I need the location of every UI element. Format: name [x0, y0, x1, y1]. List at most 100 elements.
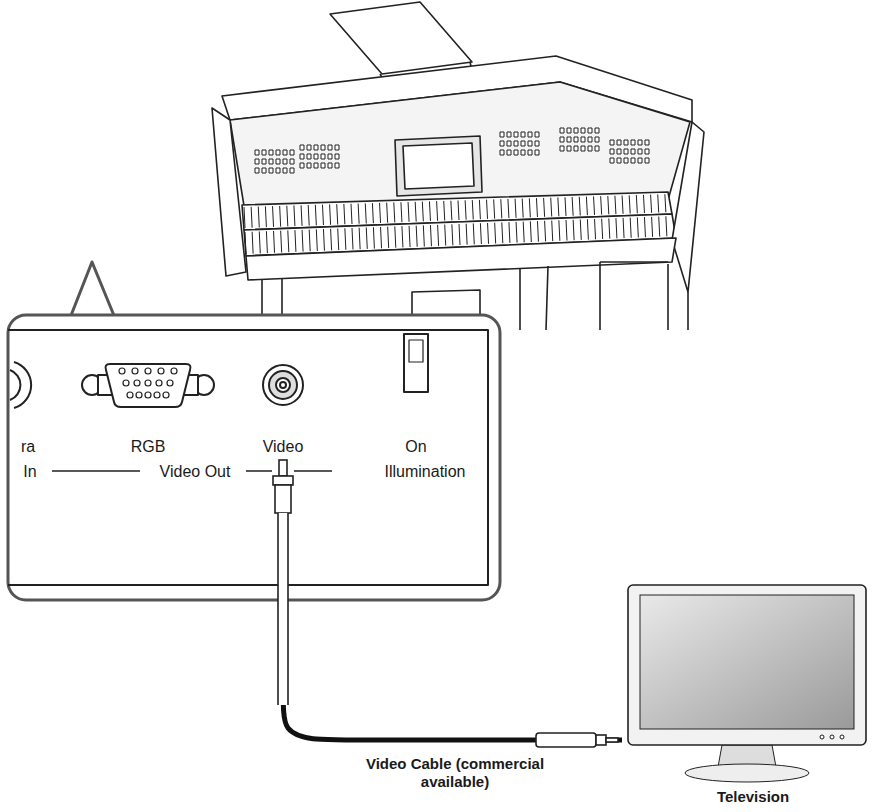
- panel-button: [335, 163, 339, 168]
- key-stroke: [665, 194, 667, 236]
- key-stroke: [408, 202, 410, 247]
- key-stroke: [280, 206, 282, 253]
- key-stroke: [594, 196, 596, 239]
- key-stroke: [394, 202, 396, 247]
- panel-button: [500, 141, 504, 146]
- key-stroke: [572, 197, 574, 240]
- panel-button: [269, 168, 273, 173]
- key-stroke: [643, 195, 645, 237]
- key-stroke: [358, 204, 360, 250]
- key-stroke: [429, 201, 431, 246]
- key-stroke: [465, 200, 467, 244]
- connector-pin: [171, 368, 177, 374]
- key-stroke: [258, 207, 260, 254]
- panel-button: [269, 150, 273, 155]
- panel-button: [610, 140, 614, 145]
- key-stroke: [415, 202, 417, 247]
- key-stroke: [536, 198, 538, 242]
- panel-button: [283, 150, 287, 155]
- panel-button: [262, 159, 266, 164]
- panel-button: [276, 168, 280, 173]
- key-stroke: [372, 203, 374, 249]
- connector-pin: [167, 380, 173, 386]
- key-stroke: [579, 197, 581, 240]
- panel-button: [255, 159, 259, 164]
- panel-button: [610, 149, 614, 154]
- panel-button: [645, 140, 649, 145]
- panel-button: [617, 149, 621, 154]
- key-stroke: [351, 204, 353, 250]
- key-stroke: [487, 200, 489, 244]
- connector-pin: [145, 392, 151, 398]
- panel-button: [500, 132, 504, 137]
- key-stroke: [651, 195, 653, 237]
- panel-button: [255, 150, 259, 155]
- panel-button: [631, 149, 635, 154]
- key-stroke: [337, 204, 339, 250]
- connector-pin: [134, 380, 140, 386]
- key-stroke: [472, 200, 474, 244]
- key-stroke: [301, 205, 303, 251]
- panel-button: [521, 150, 525, 155]
- panel-button: [321, 154, 325, 159]
- panel-button: [560, 137, 564, 142]
- panel-button: [521, 141, 525, 146]
- panel-button: [645, 158, 649, 163]
- connector-pin: [158, 368, 164, 374]
- jack-label: In: [23, 462, 36, 481]
- connector-pin: [145, 380, 151, 386]
- key-stroke: [458, 201, 460, 246]
- panel-button: [645, 149, 649, 154]
- connector-pin: [156, 380, 162, 386]
- panel-button: [595, 137, 599, 142]
- panel-button: [610, 158, 614, 163]
- key-stroke: [287, 206, 289, 253]
- panel-button: [567, 146, 571, 151]
- connector-pin: [132, 368, 138, 374]
- key-stroke: [565, 197, 567, 240]
- key-stroke: [315, 205, 317, 251]
- key-stroke: [515, 199, 517, 243]
- video-jack: Video: [253, 360, 313, 460]
- panel-button: [535, 150, 539, 155]
- panel-button: [507, 132, 511, 137]
- cable-label: Video Cable (commercial available): [362, 754, 548, 792]
- connector-pin: [127, 392, 133, 398]
- panel-button: [624, 149, 628, 154]
- key-stroke: [544, 198, 546, 242]
- key-stroke: [622, 196, 624, 239]
- panel-button: [328, 163, 332, 168]
- key-stroke: [273, 206, 275, 253]
- panel-button: [567, 128, 571, 133]
- panel-button: [638, 149, 642, 154]
- panel-button: [283, 168, 287, 173]
- panel-button: [290, 150, 294, 155]
- panel-button: [638, 158, 642, 163]
- panel-button: [624, 140, 628, 145]
- key-stroke: [558, 197, 560, 240]
- node-label: Video: [253, 437, 313, 456]
- panel-button: [581, 137, 585, 142]
- panel-button: [335, 154, 339, 159]
- panel-button: [290, 159, 294, 164]
- key-stroke: [551, 198, 553, 241]
- jack-label: On: [405, 437, 426, 456]
- key-stroke: [508, 199, 510, 243]
- panel-button: [514, 132, 518, 137]
- panel-button: [624, 158, 628, 163]
- panel-button: [328, 145, 332, 150]
- panel-button: [514, 150, 518, 155]
- key-stroke: [365, 203, 367, 249]
- connector-pin: [119, 368, 125, 374]
- panel-button: [514, 141, 518, 146]
- connector-pin: [136, 392, 142, 398]
- key-stroke: [308, 205, 310, 251]
- panel-button: [307, 145, 311, 150]
- key-stroke: [322, 205, 324, 251]
- key-stroke: [522, 199, 524, 243]
- panel-button: [276, 150, 280, 155]
- key-stroke: [294, 205, 296, 251]
- connector-pin: [145, 368, 151, 374]
- panel-button: [328, 154, 332, 159]
- panel-button: [262, 150, 266, 155]
